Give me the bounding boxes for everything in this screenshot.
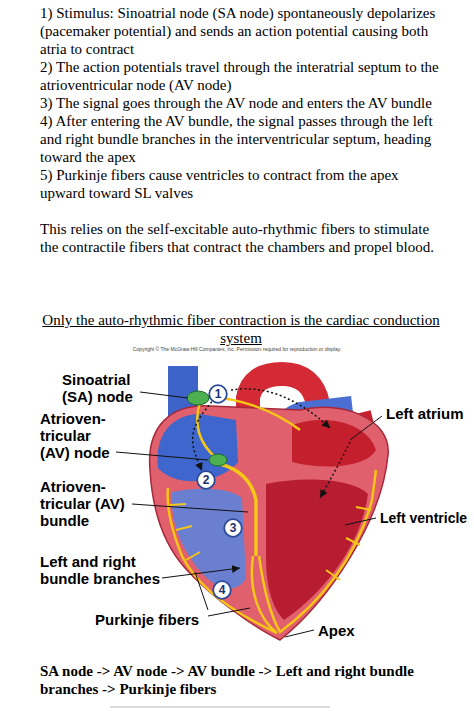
internodal-pathway bbox=[197, 402, 216, 458]
leader-line bbox=[350, 416, 382, 440]
step-text: 4) After entering the AV bundle, the sig… bbox=[40, 112, 442, 166]
note-text: This relies on the self-excitable auto-r… bbox=[40, 220, 442, 256]
bottom-rule bbox=[110, 707, 330, 708]
leader-line bbox=[162, 568, 240, 578]
label-holder: Apex bbox=[318, 622, 355, 639]
heading-note: Only the auto-rhythmic fiber contraction… bbox=[40, 311, 442, 347]
part-label: Sinoatrial (SA) node bbox=[62, 371, 146, 405]
circle-outline bbox=[224, 519, 242, 537]
summary-text: SA node -> AV node -> AV bundle -> Left … bbox=[40, 662, 445, 698]
callout-circle: 3 bbox=[223, 518, 243, 538]
leader-line bbox=[195, 572, 250, 616]
callout-number: 1 bbox=[215, 388, 222, 400]
av-node bbox=[209, 454, 227, 466]
leader-line bbox=[345, 518, 376, 525]
leader-line bbox=[140, 392, 188, 398]
signal-arrow bbox=[193, 402, 212, 471]
part-label: Atrioven-tricular (AV) node bbox=[40, 410, 120, 461]
part-label: Apex bbox=[318, 622, 355, 639]
callout-circle: 4 bbox=[212, 580, 232, 600]
left-atrium bbox=[292, 420, 376, 467]
callout-circle: 1 bbox=[208, 384, 228, 404]
leader-line bbox=[132, 504, 248, 512]
text-column: 1) Stimulus: Sinoatrial node (SA node) s… bbox=[40, 4, 442, 256]
label-holder: Left ventricle bbox=[380, 510, 467, 527]
callout-number: 4 bbox=[219, 584, 226, 596]
part-label: Left ventricle bbox=[380, 510, 467, 527]
sa-node bbox=[187, 391, 209, 405]
label-holder: SA node -> AV node -> AV bundle -> Left … bbox=[40, 662, 445, 698]
label-holder: Purkinje fibers bbox=[95, 611, 199, 628]
circle-outline bbox=[197, 471, 215, 489]
signal-arrow bbox=[320, 442, 350, 498]
label-holder: Only the auto-rhythmic fiber contraction… bbox=[40, 311, 442, 347]
leader-line bbox=[116, 452, 208, 460]
label-holder: Sinoatrial (SA) node bbox=[62, 371, 146, 405]
callout-number: 2 bbox=[203, 474, 210, 486]
label-holder: Copyright © The McGraw-Hill Companies, I… bbox=[0, 346, 474, 353]
circle-outline bbox=[209, 385, 227, 403]
step-text: 3) The signal goes through the AV node a… bbox=[40, 94, 442, 112]
part-label: Purkinje fibers bbox=[95, 611, 199, 628]
step-text: 1) Stimulus: Sinoatrial node (SA node) s… bbox=[40, 4, 442, 58]
copyright-note: Copyright © The McGraw-Hill Companies, I… bbox=[0, 346, 474, 353]
label-holder: Left and right bundle branches bbox=[40, 553, 165, 587]
step-text: 5) Purkinje fibers cause ventricles to c… bbox=[40, 166, 442, 202]
label-holder: Atrioven-tricular (AV) bundle bbox=[40, 478, 130, 529]
heart-wall bbox=[150, 406, 389, 640]
label-holder: Atrioven-tricular (AV) node bbox=[40, 410, 120, 461]
step-text: 2) The action potentials travel through … bbox=[40, 58, 442, 94]
callout-circle: 2 bbox=[196, 470, 216, 490]
leader-line bbox=[285, 630, 314, 637]
callout-number: 3 bbox=[230, 522, 237, 534]
part-label: Left and right bundle branches bbox=[40, 553, 165, 587]
part-label: Atrioven-tricular (AV) bundle bbox=[40, 478, 130, 529]
purkinje-fibers bbox=[170, 504, 371, 580]
left-bundle-branch bbox=[259, 470, 376, 632]
circle-outline bbox=[213, 581, 231, 599]
signal-arrow bbox=[231, 389, 330, 428]
part-label: Left atrium bbox=[386, 405, 464, 422]
label-holder: Left atrium bbox=[386, 405, 464, 422]
